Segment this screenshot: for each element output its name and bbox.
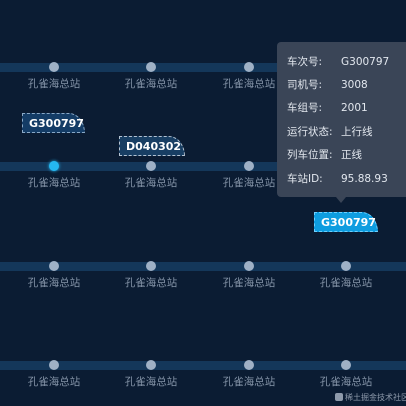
station-dot[interactable] — [146, 62, 156, 72]
tooltip-value: 正线 — [341, 149, 362, 161]
station-label: 孔雀海总站 — [222, 277, 276, 289]
train-tag-selected[interactable]: G300797 — [314, 212, 378, 232]
station-label: 孔雀海总站 — [124, 78, 178, 90]
station-dot-active[interactable] — [49, 161, 59, 171]
tooltip-label: 车次号: — [287, 56, 323, 68]
tooltip-value: G300797 — [341, 56, 390, 68]
station-dot[interactable] — [49, 62, 59, 72]
train-info-tooltip: 车次号: G300797 司机号: 3008 车组号: 2001 运行状态: 上行线 列… — [277, 42, 406, 203]
tooltip-label: 司机号: — [287, 79, 323, 91]
station-label: 孔雀海总站 — [222, 376, 276, 388]
station-dot[interactable] — [341, 261, 351, 271]
train-tag[interactable]: G300797 — [22, 113, 85, 133]
tooltip-row-status: 运行状态: 上行线 — [287, 124, 373, 140]
station-dot[interactable] — [146, 261, 156, 271]
station-dot[interactable] — [146, 360, 156, 370]
juejin-logo-icon — [335, 393, 343, 401]
station-label: 孔雀海总站 — [27, 78, 81, 90]
tooltip-row-station-id: 车站ID: 95.88.93 — [287, 171, 388, 187]
track-line-3 — [0, 262, 406, 271]
station-dot[interactable] — [146, 161, 156, 171]
station-dot[interactable] — [49, 360, 59, 370]
station-dot[interactable] — [244, 360, 254, 370]
station-label: 孔雀海总站 — [222, 177, 276, 189]
station-dot[interactable] — [49, 261, 59, 271]
station-label: 孔雀海总站 — [27, 277, 81, 289]
tooltip-value: 3008 — [341, 79, 368, 91]
tooltip-row-train-number: 车次号: G300797 — [287, 54, 389, 70]
station-label: 孔雀海总站 — [27, 376, 81, 388]
track-line-1 — [0, 63, 406, 72]
station-label: 孔雀海总站 — [222, 78, 276, 90]
station-label: 孔雀海总站 — [319, 376, 373, 388]
tooltip-arrow — [336, 197, 346, 203]
tooltip-row-driver-number: 司机号: 3008 — [287, 77, 368, 93]
watermark: 稀土掘金技术社区 — [335, 392, 406, 403]
tooltip-label: 车站ID: — [287, 173, 323, 185]
tooltip-label: 列车位置: — [287, 149, 333, 161]
tooltip-row-train-group: 车组号: 2001 — [287, 100, 368, 116]
tooltip-value: 上行线 — [341, 126, 373, 138]
tooltip-row-position: 列车位置: 正线 — [287, 147, 362, 163]
station-dot[interactable] — [244, 161, 254, 171]
station-label: 孔雀海总站 — [319, 277, 373, 289]
tooltip-value: 2001 — [341, 102, 368, 114]
station-dot[interactable] — [244, 62, 254, 72]
watermark-text: 稀土掘金技术社区 — [345, 393, 406, 402]
station-label: 孔雀海总站 — [124, 376, 178, 388]
track-line-2 — [0, 162, 406, 171]
tooltip-value: 95.88.93 — [341, 173, 388, 185]
station-label: 孔雀海总站 — [124, 177, 178, 189]
station-dot[interactable] — [341, 360, 351, 370]
station-label: 孔雀海总站 — [124, 277, 178, 289]
tooltip-label: 运行状态: — [287, 126, 333, 138]
train-tag[interactable]: D040302 — [119, 136, 185, 156]
tooltip-label: 车组号: — [287, 102, 323, 114]
track-line-4 — [0, 361, 406, 370]
station-label: 孔雀海总站 — [27, 177, 81, 189]
station-dot[interactable] — [244, 261, 254, 271]
